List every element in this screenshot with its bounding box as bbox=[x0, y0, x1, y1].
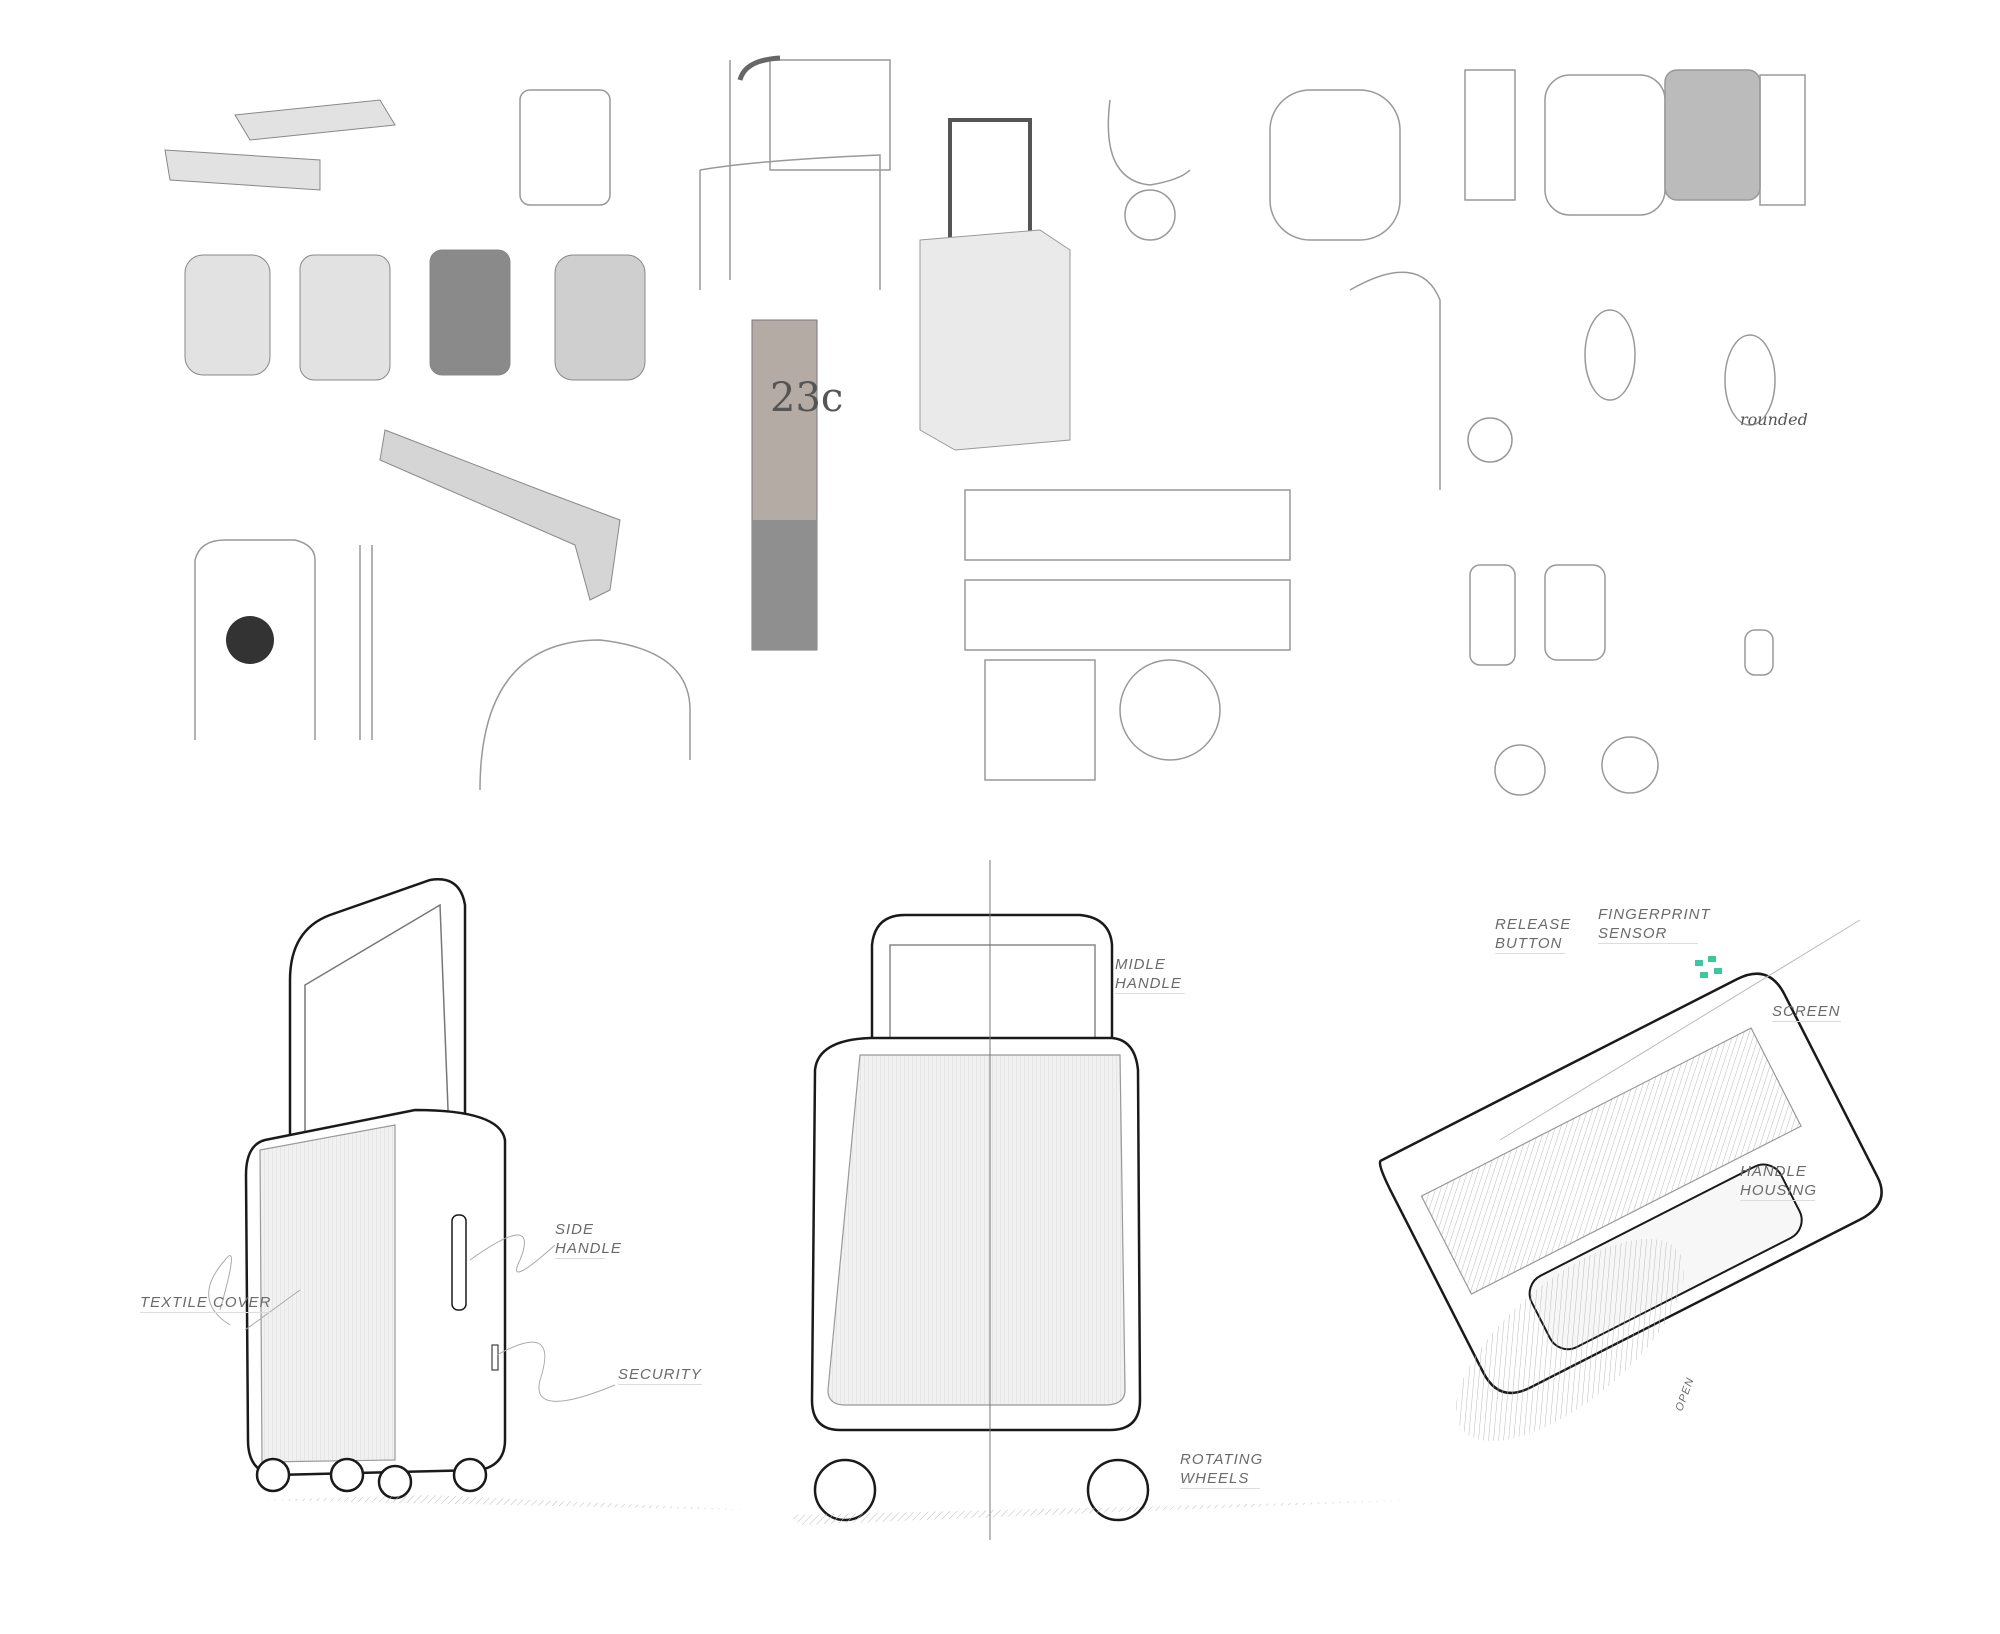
rounded-note: rounded bbox=[1740, 410, 1808, 429]
wave-texture-luggage-sketch bbox=[919, 118, 1071, 451]
label-textile: TEXTILE COVER bbox=[140, 1294, 272, 1313]
temperature-display-note: 23c bbox=[770, 375, 844, 421]
screen-readout bbox=[1695, 956, 1722, 978]
sketch-pencil-roughs bbox=[194, 59, 1806, 796]
label-release-button: RELEASE BUTTON bbox=[1495, 916, 1572, 954]
label-fingerprint-sensor: FINGERPRINT SENSOR bbox=[1598, 906, 1711, 944]
shadow bbox=[1456, 1238, 1684, 1442]
luggage-three-quarter-view bbox=[244, 878, 755, 1510]
label-security: SECURITY bbox=[618, 1366, 702, 1385]
sphere-sketch bbox=[226, 616, 274, 664]
leader-line bbox=[208, 1255, 301, 1331]
handle-concept-sketches bbox=[164, 99, 646, 601]
leader-line bbox=[496, 1341, 616, 1402]
label-handle-housing: HANDLE HOUSING bbox=[1740, 1163, 1818, 1201]
label-side-handle: SIDE HANDLE bbox=[555, 1221, 622, 1259]
leader-line bbox=[469, 1234, 556, 1273]
handle-wood-sketch bbox=[737, 55, 818, 651]
label-rotating-wheels: ROTATING WHEELS bbox=[1180, 1451, 1264, 1489]
luggage-front-view bbox=[790, 860, 1420, 1540]
label-screen: SCREEN bbox=[1772, 1003, 1841, 1022]
construction-line bbox=[1499, 919, 1861, 1141]
label-middle-handle: MIDLE HANDLE bbox=[1115, 955, 1185, 994]
